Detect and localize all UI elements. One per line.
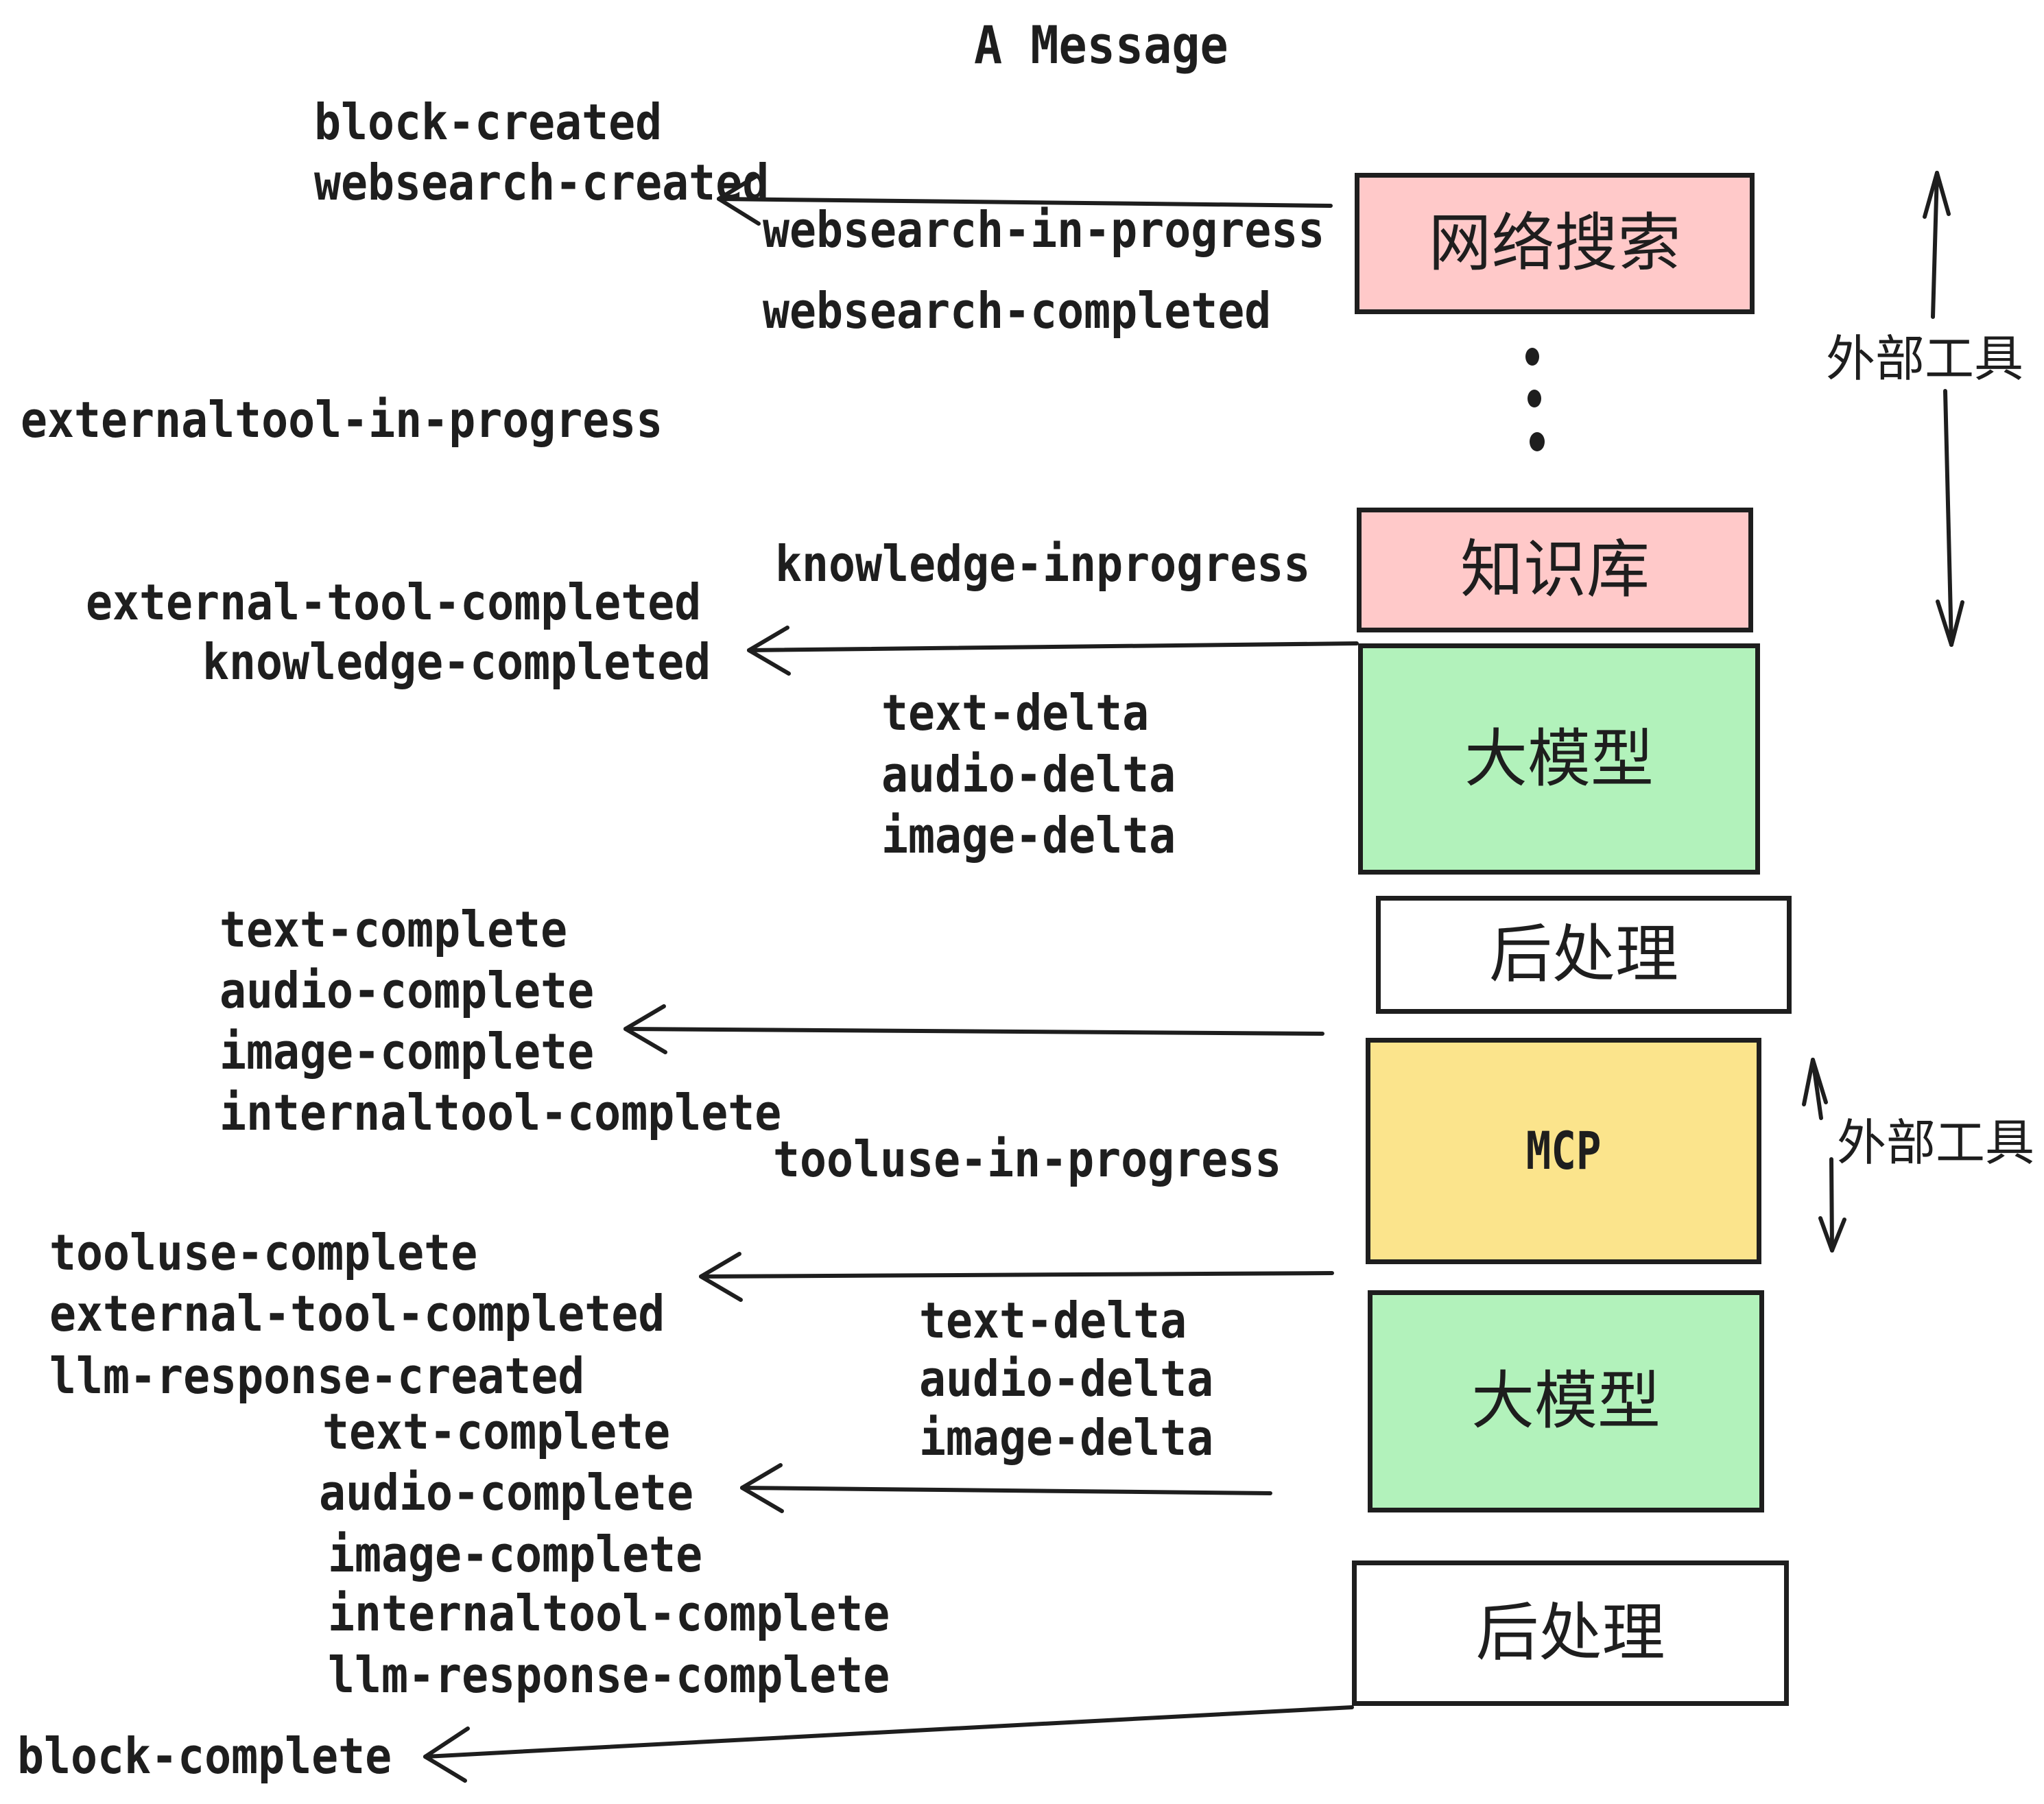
event-label-knowledge-inprogress: knowledge-inprogress — [775, 535, 1311, 593]
event-label-external-tool-completed-2: external-tool-completed — [49, 1285, 665, 1342]
arrow-mcp-to-complete-group — [623, 1004, 1324, 1054]
llm-box-2: 大模型 — [1368, 1290, 1764, 1512]
event-label-websearch-created: websearch-created — [314, 154, 770, 211]
knowledge-box: 知识库 — [1357, 508, 1753, 632]
event-label-websearch-completed: websearch-completed — [763, 282, 1272, 340]
arrow-llm1-to-knowledge-completed — [747, 626, 1359, 676]
knowledge-box-label: 知识库 — [1460, 533, 1650, 606]
event-label-internaltool-complete: internaltool-complete — [219, 1084, 782, 1141]
mcp-box-label: MCP — [1525, 1120, 1602, 1181]
websearch-box: 网络搜索 — [1355, 173, 1755, 314]
event-label-external-tool-completed: external-tool-completed — [86, 573, 702, 631]
ellipsis-dots — [1525, 348, 1545, 451]
event-label-audio-delta-2: audio-delta — [919, 1350, 1214, 1408]
external-tool-side-label-2: 外部工具 — [1837, 1114, 2035, 1172]
event-label-knowledge-completed: knowledge-completed — [202, 633, 711, 691]
event-label-llm-response-complete: llm-response-complete — [328, 1646, 890, 1704]
event-label-tooluse-in-progress: tooluse-in-progress — [773, 1130, 1282, 1188]
event-label-image-delta-2: image-delta — [919, 1409, 1214, 1467]
arrow-postprocess2-to-block-complete — [423, 1705, 1354, 1783]
postprocess-box-1: 后处理 — [1376, 896, 1792, 1014]
postprocess-box-2-label: 后处理 — [1475, 1596, 1665, 1670]
event-label-image-delta: image-delta — [881, 807, 1176, 864]
event-label-text-complete-2: text-complete — [322, 1403, 671, 1460]
event-label-block-created: block-created — [314, 93, 663, 151]
event-label-image-complete-2: image-complete — [328, 1526, 703, 1583]
websearch-box-label: 网络搜索 — [1428, 206, 1681, 280]
event-label-audio-complete: audio-complete — [219, 962, 595, 1019]
postprocess-box-2: 后处理 — [1352, 1560, 1789, 1706]
event-label-block-complete: block-complete — [17, 1727, 392, 1785]
event-label-llm-response-created: llm-response-created — [49, 1347, 585, 1405]
arrow-llm2-to-audio-complete — [740, 1463, 1272, 1513]
event-label-audio-delta: audio-delta — [881, 746, 1176, 803]
llm-box-1: 大模型 — [1358, 643, 1760, 875]
external-tool-side-label-1: 外部工具 — [1826, 330, 2024, 388]
event-label-image-complete: image-complete — [219, 1023, 595, 1080]
event-label-text-complete: text-complete — [219, 901, 568, 958]
event-label-websearch-in-progress: websearch-in-progress — [763, 201, 1325, 259]
postprocess-box-1-label: 后处理 — [1488, 918, 1678, 991]
event-label-audio-complete-2: audio-complete — [319, 1464, 694, 1521]
page-title: A Message — [974, 14, 1228, 75]
event-label-internaltool-complete-2: internaltool-complete — [328, 1585, 890, 1642]
mcp-box: MCP — [1366, 1038, 1761, 1264]
double-arrow-external-tool-1 — [1923, 171, 1964, 647]
event-label-tooluse-complete: tooluse-complete — [49, 1224, 478, 1281]
event-label-text-delta: text-delta — [881, 684, 1150, 741]
event-label-externaltool-in-progress: externaltool-in-progress — [21, 391, 663, 449]
event-label-text-delta-2: text-delta — [919, 1292, 1187, 1349]
llm-box-1-label: 大模型 — [1464, 722, 1654, 796]
llm-box-2-label: 大模型 — [1471, 1364, 1661, 1438]
